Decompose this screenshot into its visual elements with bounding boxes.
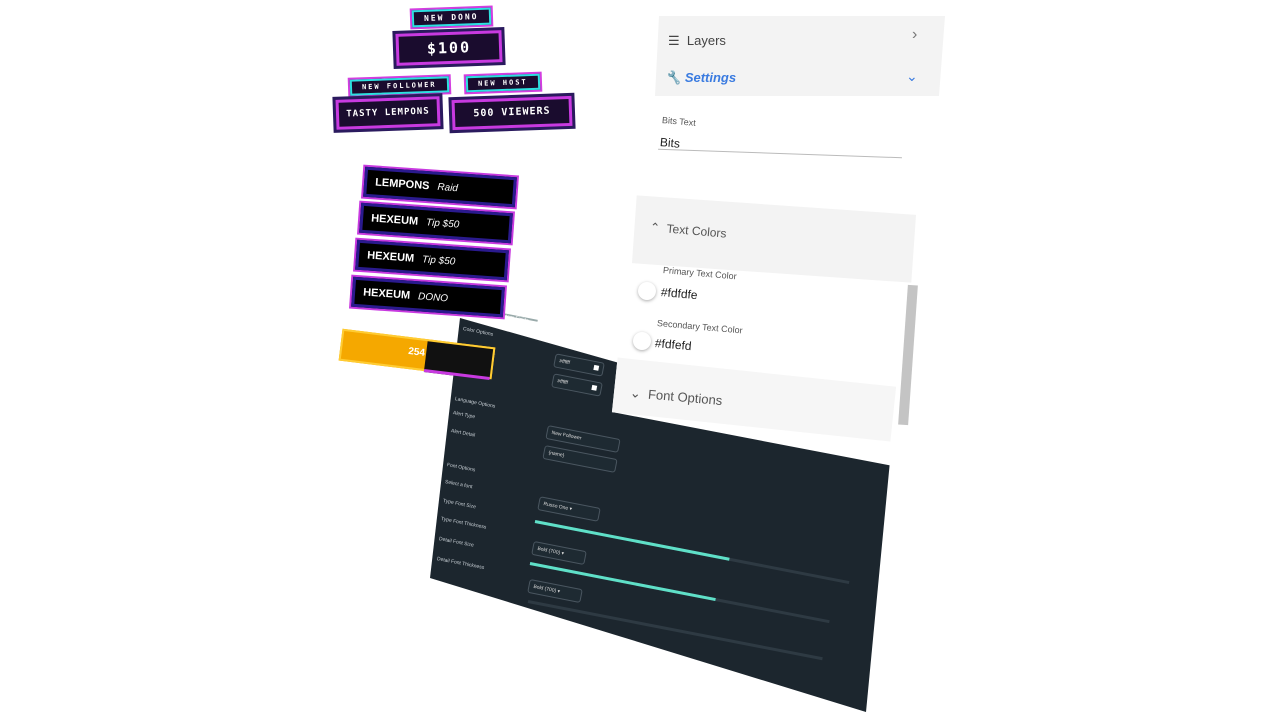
bits-bar-value: 254 <box>407 345 426 359</box>
secondary-color-swatch[interactable] <box>633 332 651 350</box>
settings-row[interactable]: 🔧 Settings <box>665 70 736 86</box>
primary-color-swatch[interactable] <box>638 282 656 300</box>
follower-alert-value: TASTY LEMPONS <box>335 96 441 130</box>
layers-row[interactable]: ☰ Layers <box>668 33 726 49</box>
host-alert-label: NEW HOST <box>465 73 540 93</box>
bits-bar-empty <box>423 341 494 381</box>
color-swatch[interactable] <box>591 384 598 391</box>
host-alert-value: 500 VIEWERS <box>451 95 573 131</box>
color-swatch[interactable] <box>593 364 600 371</box>
chevron-down-icon[interactable]: ⌄ <box>906 68 918 84</box>
wrench-icon: 🔧 <box>665 70 682 85</box>
dono-alert-value: $100 <box>395 30 503 66</box>
chevron-down-icon: ⌄ <box>629 385 642 401</box>
settings-label: Settings <box>684 70 737 85</box>
panel-header <box>655 16 945 96</box>
dono-alert-label: NEW DONO <box>411 7 491 28</box>
layers-label: Layers <box>686 33 726 48</box>
layers-icon: ☰ <box>668 33 680 48</box>
follower-alert-label: NEW FOLLOWER <box>349 76 449 96</box>
chevron-right-icon[interactable]: › <box>912 26 918 43</box>
chevron-up-icon: ⌃ <box>649 220 661 235</box>
